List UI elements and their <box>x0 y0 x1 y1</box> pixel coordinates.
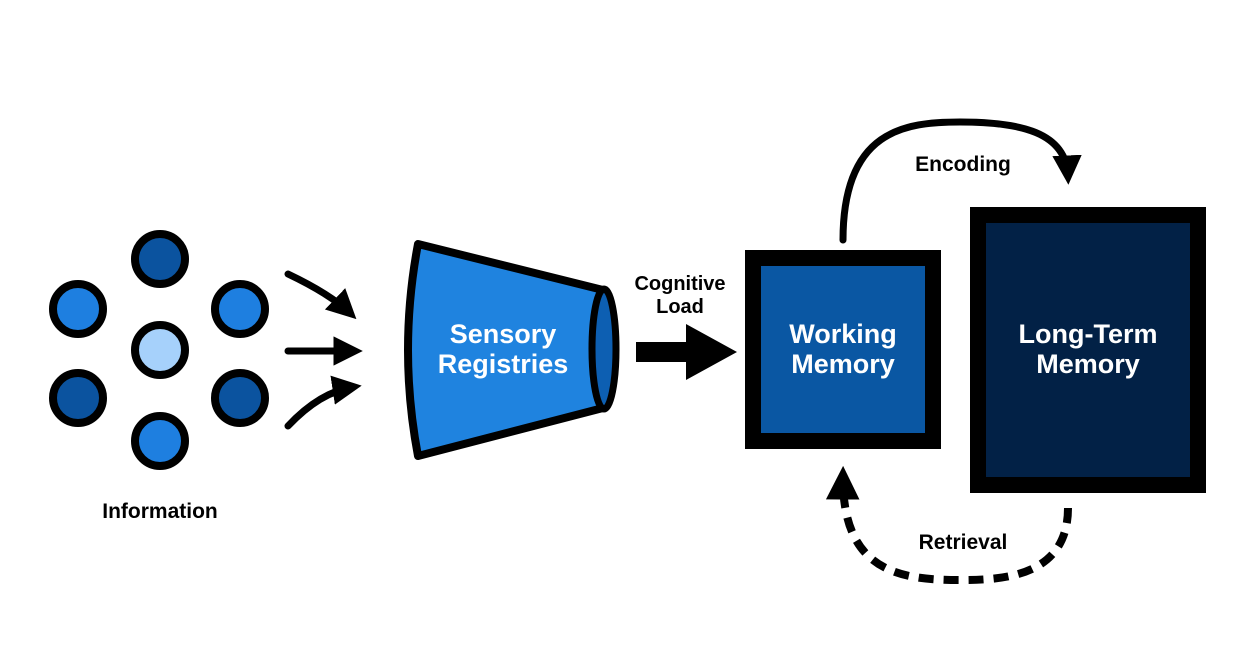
info-dot <box>211 369 269 427</box>
long-term-memory-label-line2: Memory <box>1036 349 1140 379</box>
working-memory-box <box>745 250 941 449</box>
retrieval-arrow <box>825 465 1072 585</box>
cognitive-load-label-line1: Cognitive <box>634 273 725 295</box>
encoding-arrow <box>839 118 1082 244</box>
input-arrow-top <box>284 270 357 320</box>
sensory-registries: Sensory Registries <box>404 240 620 460</box>
long-term-memory-box <box>970 207 1206 493</box>
cognitive-load-label-line2: Load <box>656 296 704 318</box>
working-memory-label-line1: Working <box>789 319 897 349</box>
sensory-label-line2: Registries <box>438 349 569 379</box>
info-dot <box>211 280 269 338</box>
input-arrows <box>284 270 363 430</box>
sensory-funnel <box>404 240 607 460</box>
working-memory: Working Memory <box>745 250 941 449</box>
long-term-memory-label-line1: Long-Term <box>1019 319 1158 349</box>
info-dot <box>131 412 189 470</box>
info-dot <box>49 369 107 427</box>
information-dots <box>49 230 269 470</box>
working-memory-label-line2: Memory <box>791 349 895 379</box>
information-label: Information <box>102 500 218 523</box>
input-arrow-bottom <box>284 375 362 430</box>
long-term-memory: Long-Term Memory <box>970 207 1206 493</box>
sensory-label-line1: Sensory <box>450 319 557 349</box>
retrieval-label: Retrieval <box>919 531 1008 554</box>
sensory-funnel-mouth <box>588 285 620 413</box>
encoding-label: Encoding <box>915 153 1011 176</box>
info-dot <box>49 280 107 338</box>
info-dot <box>131 230 189 288</box>
info-dot <box>131 321 189 379</box>
cognitive-load-arrow <box>636 324 737 380</box>
